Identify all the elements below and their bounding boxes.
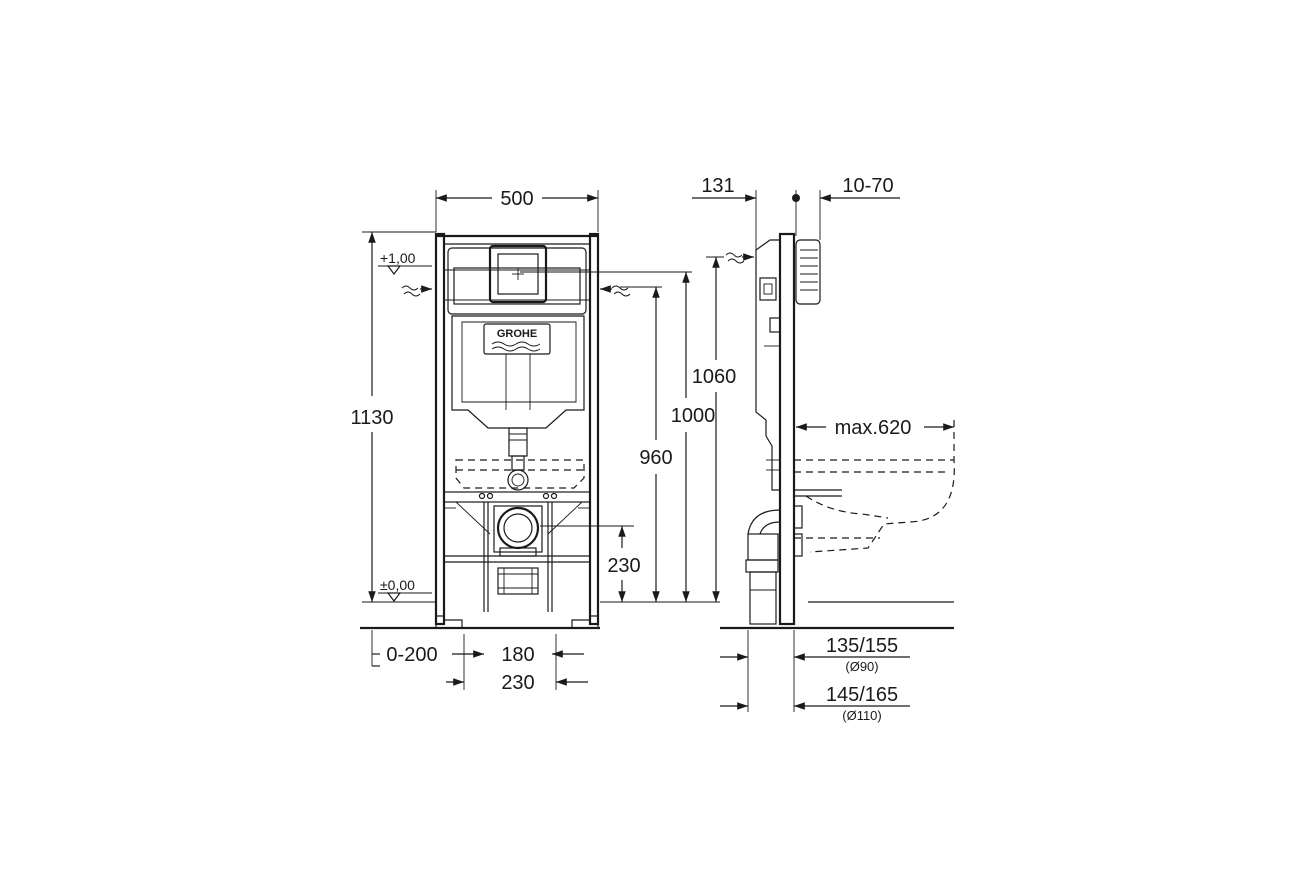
dim-diameter-90: (Ø90) bbox=[845, 659, 878, 674]
cistern-body bbox=[451, 315, 585, 429]
side-frame-post bbox=[778, 232, 796, 626]
level-bottom: ±0,00 bbox=[380, 577, 415, 593]
side-view: 131 10-70 max.620 135/155 (Ø90) 145/165 … bbox=[692, 175, 955, 723]
dim-131: 131 bbox=[701, 175, 734, 197]
dim-1000: 1000 bbox=[671, 405, 716, 427]
service-box-icon bbox=[759, 277, 777, 301]
left-foot bbox=[435, 615, 463, 629]
dim-1060: 1060 bbox=[692, 366, 737, 388]
dim-10-70: 10-70 bbox=[842, 175, 893, 197]
right-frame-post bbox=[588, 232, 600, 626]
side-bowl-dashed bbox=[794, 459, 955, 553]
dim-230-vertical: 230 bbox=[607, 555, 640, 577]
bowl-outline-dashed bbox=[455, 459, 585, 489]
dim-1130: 1130 bbox=[350, 407, 393, 429]
front-view: GROHE bbox=[350, 188, 736, 694]
water-inlet-side-icon bbox=[725, 252, 754, 264]
dim-230-horizontal: 230 bbox=[501, 672, 534, 694]
level-top: +1,00 bbox=[380, 250, 416, 266]
brand-logo-text: GROHE bbox=[497, 328, 537, 340]
dim-point-marker bbox=[792, 194, 800, 202]
water-inlet-left-icon bbox=[401, 285, 432, 297]
dim-135-155: 135/155 bbox=[826, 635, 898, 657]
dim-max-620: max.620 bbox=[835, 417, 912, 439]
water-inlet-right-icon bbox=[600, 285, 631, 297]
dim-diameter-110: (Ø110) bbox=[842, 708, 882, 723]
dim-145-165: 145/165 bbox=[826, 684, 898, 706]
side-cistern bbox=[755, 239, 780, 491]
dim-180: 180 bbox=[501, 644, 534, 666]
actuator-plate bbox=[488, 244, 548, 304]
dim-500: 500 bbox=[500, 188, 533, 210]
left-frame-post bbox=[434, 232, 446, 626]
dim-960: 960 bbox=[639, 447, 672, 469]
brand-logo bbox=[483, 323, 551, 355]
dim-0-200: 0-200 bbox=[386, 644, 437, 666]
side-actuator bbox=[795, 239, 821, 305]
right-foot bbox=[571, 615, 599, 629]
